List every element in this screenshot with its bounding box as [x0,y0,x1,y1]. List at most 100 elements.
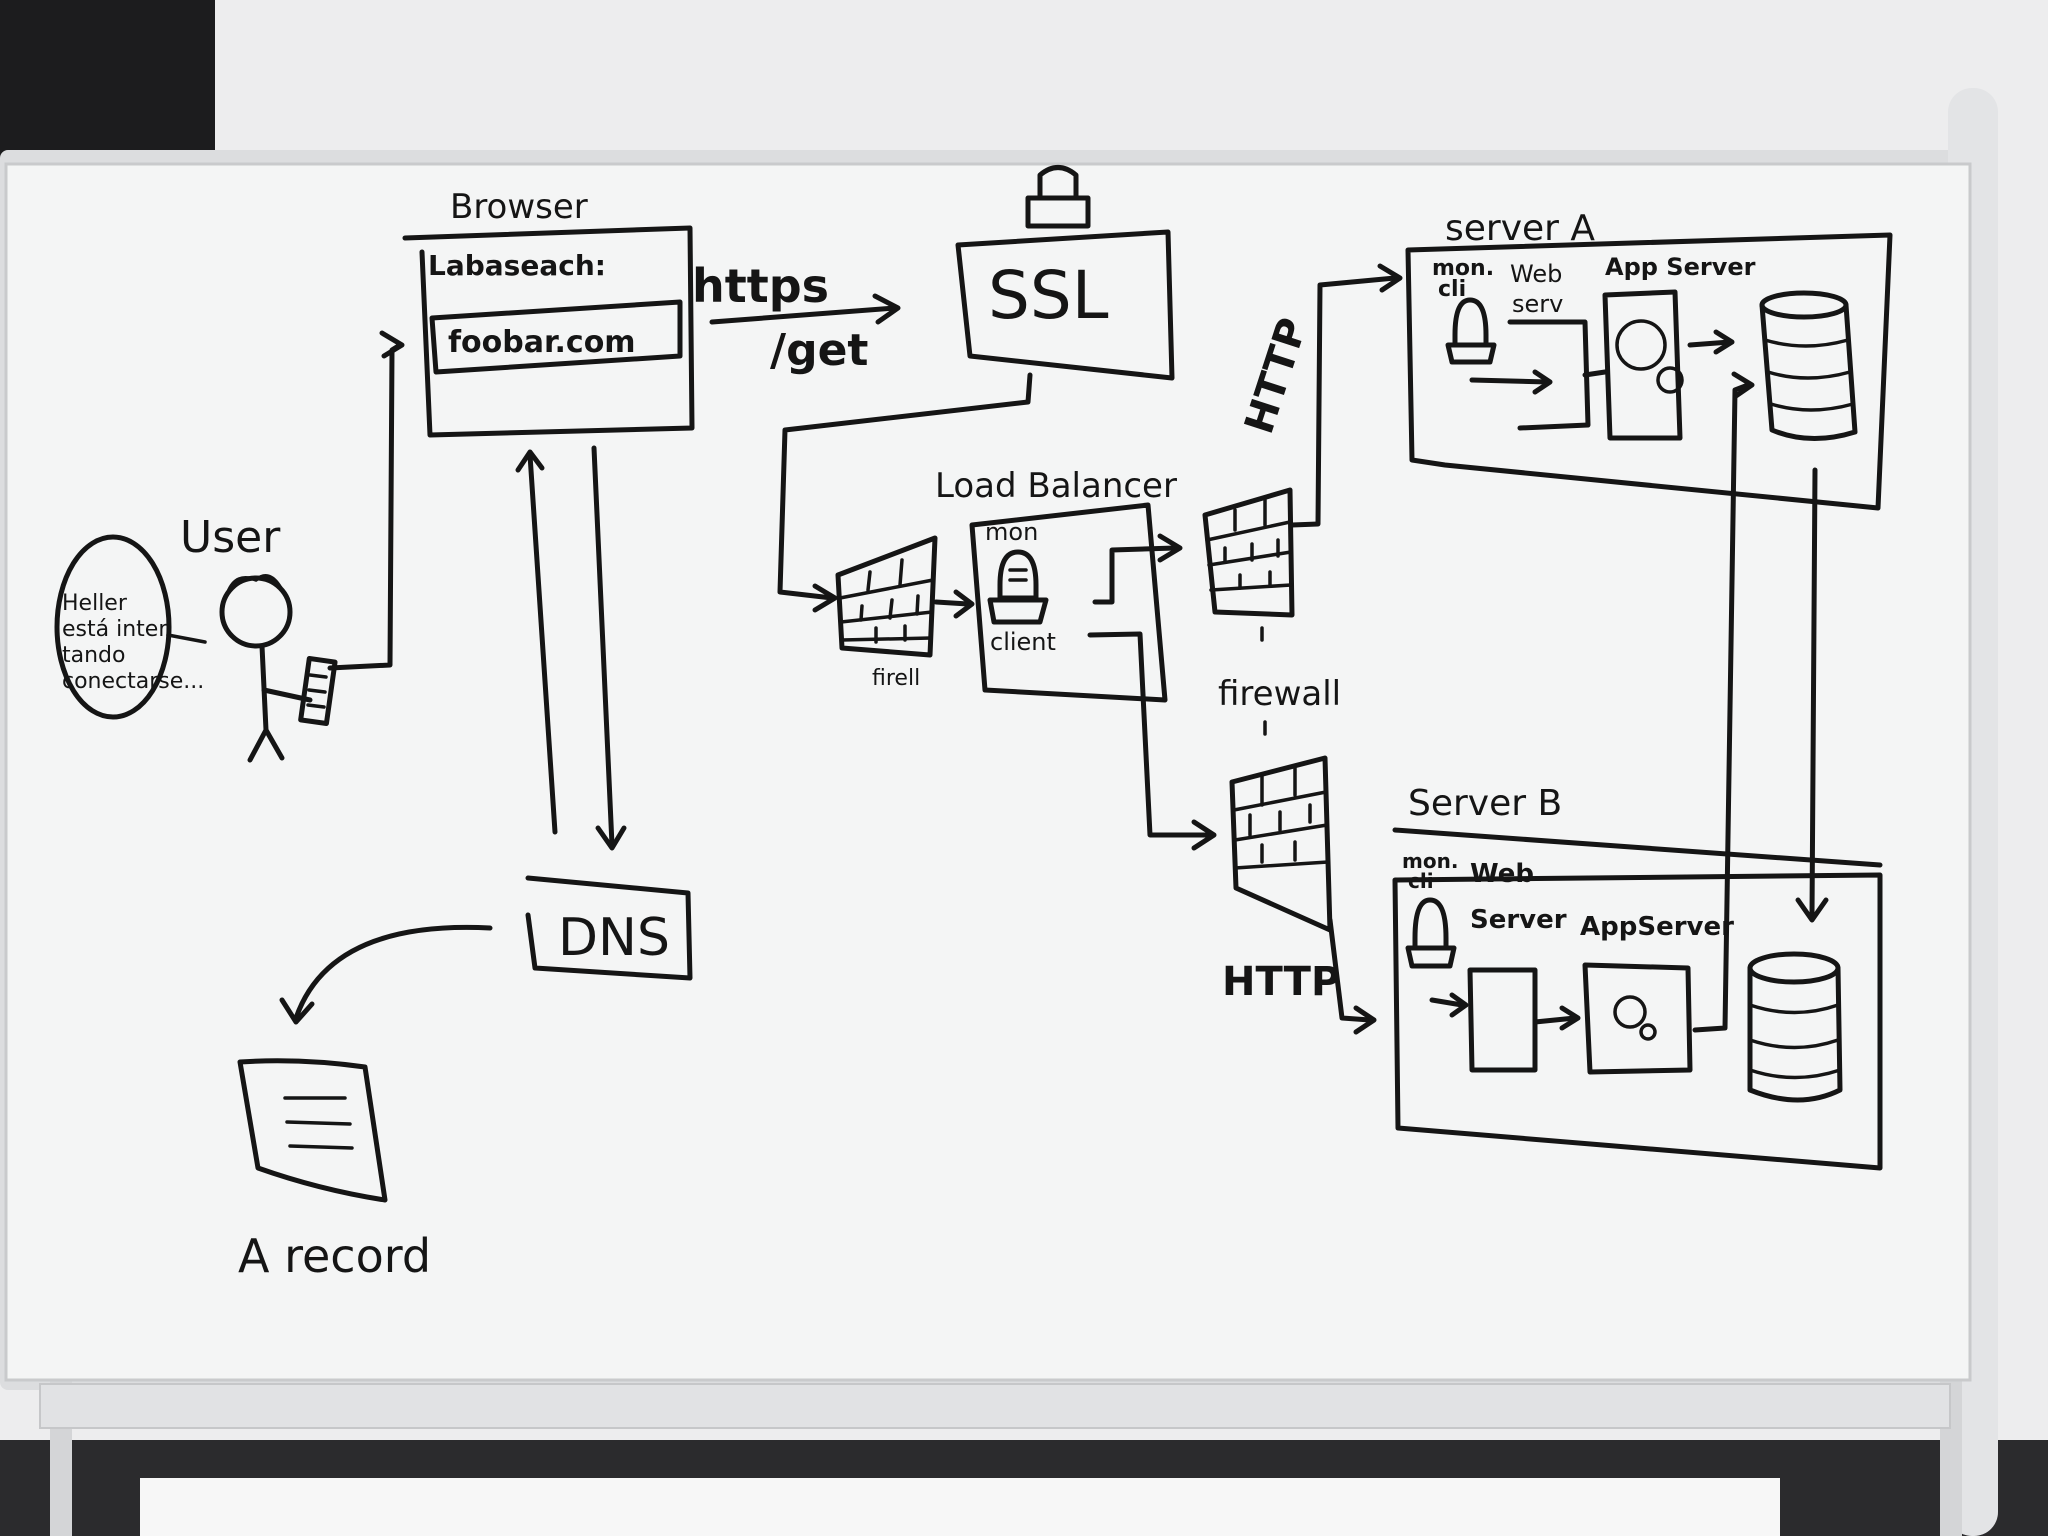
dns-to-browser-line [527,452,558,835]
server-a-serv-label: serv [1512,290,1563,318]
server-a-monitor-icon [1452,297,1489,348]
url-text: foobar.com [448,325,636,360]
server-a: server A mon. cli Web serv App Server [1405,208,1893,511]
firewall-b-to-server-b-line [1327,917,1373,1023]
user-label: User [180,512,281,563]
firewall-b-to-server-b-arrowhead [1353,1005,1377,1035]
firewall-a-to-server-a-arrowhead [1377,263,1403,293]
lb-to-firewall-b-line [1087,631,1211,838]
dns-to-record-arrowhead [279,997,315,1025]
browser-window [402,225,695,438]
firewall-icon [835,535,938,658]
firewall-label: firewall [1218,674,1341,714]
firewall-a-icon [1202,487,1295,618]
load-balancer: Load Balancer firell mon client [835,466,1177,703]
dns: DNS [279,875,693,1025]
server-b-mon-to-web-arrow [1429,997,1465,1008]
dns-label: DNS [558,908,670,968]
marker-tray [39,1383,1951,1429]
server-b-app-box [1582,962,1693,1075]
get-label: /get [770,325,868,376]
user-to-browser-arrowhead [379,330,405,359]
firewall-a-to-server-a-line [1289,275,1398,528]
http-bottom-label: HTTP [1222,959,1340,1005]
ssl: SSL [955,165,1175,381]
browser-to-dns-arrowhead [595,825,627,851]
db-a-to-db-b-line [1809,467,1818,918]
server-b: Server B mon. cli Web Server AppServer [1392,783,1883,1171]
phone-screen-lines [306,673,328,709]
speech-bubble [54,534,172,720]
lb-to-firewall-b-arrowhead [1191,819,1217,851]
user-hair [226,574,284,594]
firewall-lb-label: firell [872,666,920,691]
ssl-label: SSL [988,257,1109,334]
server-a-box [1405,232,1893,511]
record-document-icon [237,1058,388,1203]
ssl-to-firewall-line [777,372,1033,601]
firewall-to-lb-arrowhead [953,589,975,619]
monitor-client-lines [1008,568,1028,582]
a-record: A record [237,1058,431,1283]
server-a-web-to-app-arrow [1582,369,1608,378]
server-b-gear-icon [1613,995,1647,1029]
server-b-mon-label: mon. [1402,849,1458,873]
speech-line-3: tando [62,643,125,668]
user-body [247,643,285,763]
server-a-cli-label: cli [1438,277,1466,302]
whiteboard-surface [4,162,1972,1382]
server-a-web-label: Web [1510,260,1562,288]
server-b-database-icon [1747,951,1843,1103]
server-b-monitor-icon [1412,897,1449,951]
speech-line-4: conectarse... [62,669,204,694]
lb-to-firewall-a-arrowhead [1157,533,1183,563]
server-b-title: Server B [1408,783,1562,824]
server-a-mon-label: mon. [1432,256,1494,281]
db-b-to-db-a-line [1692,382,1751,1033]
lock-icon [1025,195,1091,229]
lb-client-label: client [990,628,1056,656]
phone-icon [298,655,338,726]
server-b-server-label: Server [1470,905,1567,935]
monitor-client-base [987,597,1049,625]
browser-title: Browser [450,187,588,227]
user: User Heller está inten tando conectarse.… [54,512,338,763]
https-label: https [692,259,829,313]
server-b-web-label: Web [1470,859,1534,889]
server-a-app-label: App Server [1605,253,1756,281]
speech-pointer [166,633,207,644]
ssl-box [955,229,1175,381]
server-a-app-to-db-arrowhead [1713,329,1735,355]
server-a-app-box [1602,289,1683,441]
server-b-box [1392,872,1883,1171]
dns-to-browser-arrowhead [515,449,545,473]
https-arrowhead [872,293,901,325]
db-a-to-db-b-arrowhead [1795,897,1829,923]
dns-box [525,875,693,981]
url-bar [429,299,683,375]
https-request: https /get [692,259,901,376]
dark-corner [0,0,215,170]
server-b-cli-label: cli [1408,869,1434,893]
server-b-app-label: AppServer [1580,912,1734,942]
server-a-mon-to-web-arrow [1469,377,1551,385]
db-b-to-db-a-arrowhead [1731,371,1755,399]
browser: Browser Labaseach: foobar.com [402,187,695,438]
server-a-small-gear-icon [1656,366,1684,394]
ssl-arrowhead [812,583,838,613]
a-record-label: A record [238,1229,431,1283]
firewall-to-lb-line [933,599,971,607]
monitor-client-icon [997,549,1039,601]
server-a-database-icon [1759,290,1858,441]
server-a-app-to-db-arrow [1687,339,1733,348]
server-b-web-box [1467,967,1538,1073]
browser-to-dns-line [591,445,615,848]
table [140,1478,1780,1536]
server-b-web-to-app-arrow [1532,1015,1578,1025]
server-a-monitor-base [1445,342,1497,365]
server-a-mon-to-web-arrowhead [1532,369,1553,395]
lb-to-firewall-a-line [1092,545,1178,605]
server-b-web-to-app-arrowhead [1559,1005,1581,1031]
server-a-title: server A [1445,208,1595,249]
